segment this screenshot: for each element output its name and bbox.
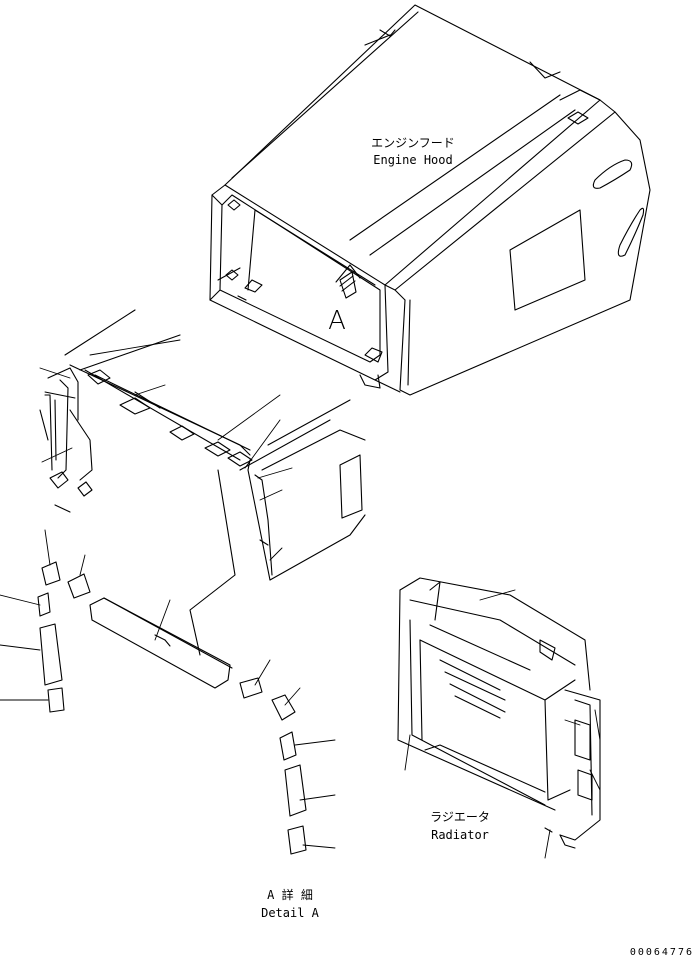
detail-label-jp: A 詳 細 xyxy=(267,888,313,902)
engine-hood-label-en: Engine Hood xyxy=(373,153,453,167)
radiator-drawing xyxy=(398,578,600,848)
view-marker-a: A xyxy=(328,306,346,336)
drawing-number: 00064776 xyxy=(629,947,694,958)
engine-hood-drawing xyxy=(210,5,650,395)
radiator-label-jp: ラジエータ xyxy=(430,810,490,824)
detail-a-drawing xyxy=(38,310,365,854)
detail-label-en: Detail A xyxy=(261,906,319,920)
radiator-label-en: Radiator xyxy=(431,828,489,842)
engine-hood-label-jp: エンジンフード xyxy=(371,136,455,150)
leader-lines xyxy=(0,340,600,858)
